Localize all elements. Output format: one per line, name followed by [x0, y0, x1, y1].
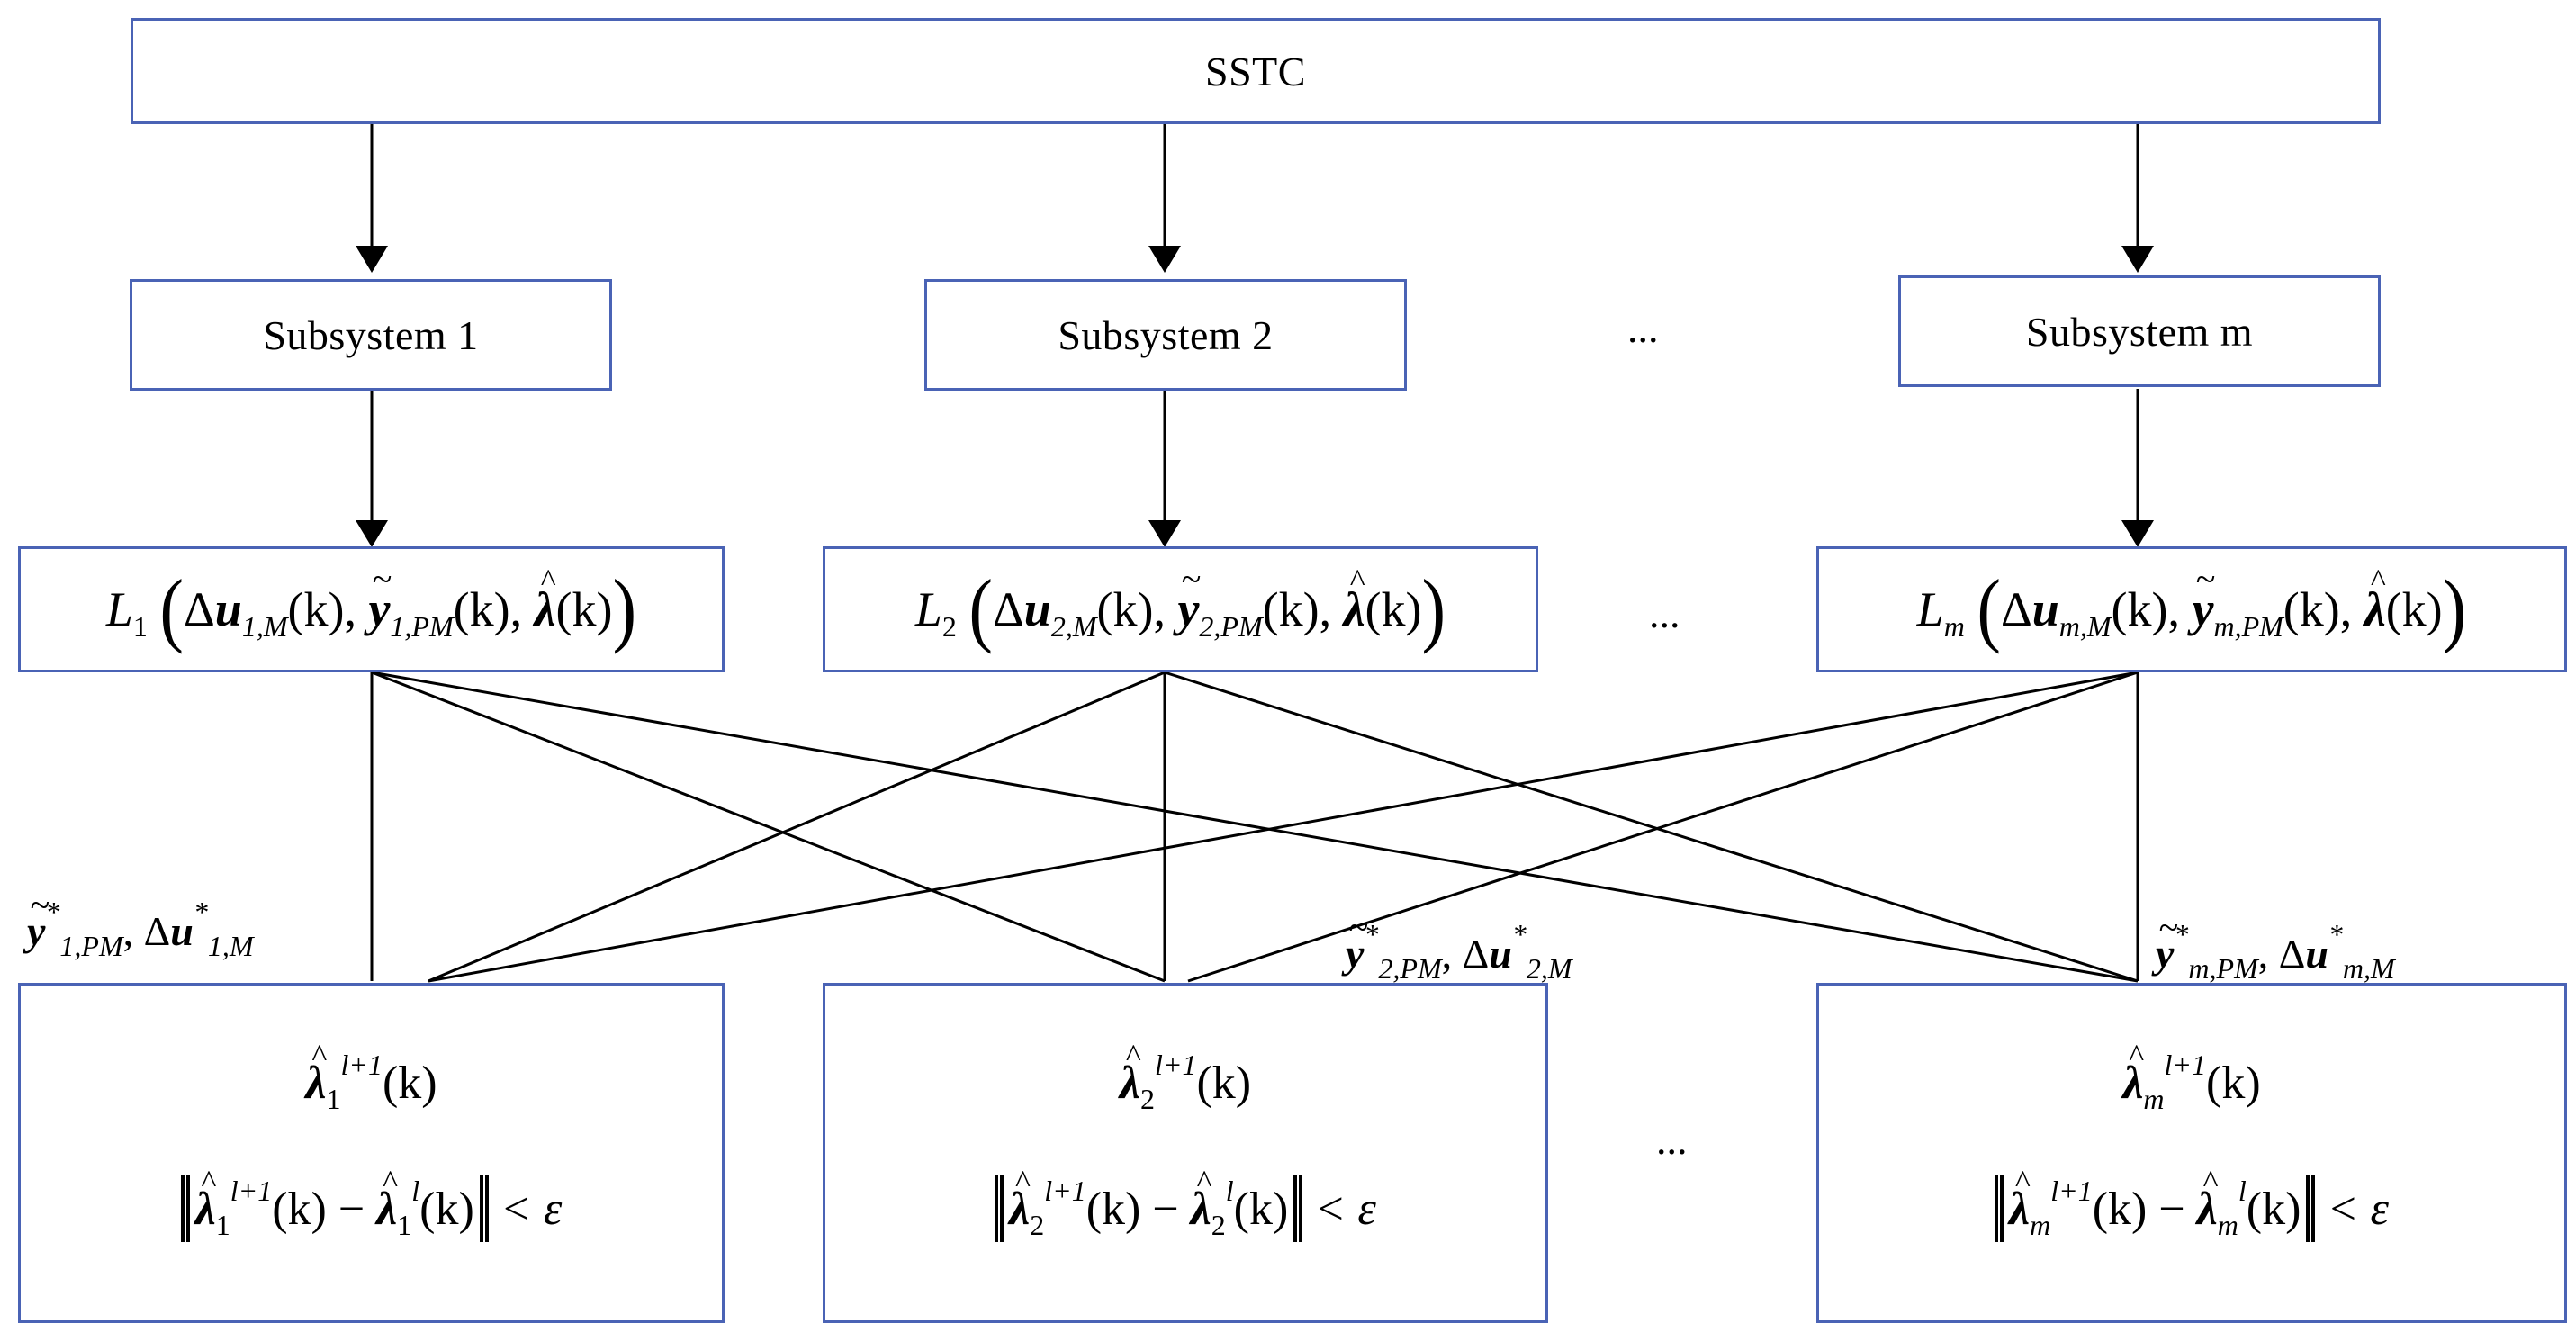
edge-label-m: y*m,PM, Δu*m,M — [2156, 906, 2395, 986]
ellipsis-lambdas: ... — [1656, 1117, 1688, 1163]
lambda-2-criterion: λ2l+1(k) − λ2l(k) < ε — [825, 1163, 1545, 1242]
wire-l1-lamm — [371, 670, 2139, 983]
subsystem-2-label: Subsystem 2 — [1058, 311, 1274, 358]
subsystem-1-label: Subsystem 1 — [263, 311, 479, 358]
ellipsis-subsystems: ... — [1627, 305, 1659, 351]
subsystem-m-label: Subsystem m — [2025, 308, 2254, 355]
ellipsis-lagrangians: ... — [1649, 590, 1680, 636]
subsystem-1-box: Subsystem 1 — [130, 279, 612, 391]
wire-l2-lam1 — [428, 670, 1166, 983]
lambda-2-update: λ2l+1(k) — [825, 1037, 1545, 1116]
lagrangian-m-expr: Lm (Δum,M(k), ym,PM(k), λ(k)) — [1917, 558, 2467, 655]
lambda-1-update: λ1l+1(k) — [21, 1037, 722, 1116]
lambda-1-criterion: λ1l+1(k) − λ1l(k) < ε — [21, 1163, 722, 1242]
subsystem-2-box: Subsystem 2 — [924, 279, 1407, 391]
edge-label-2: y*2,PM, Δu*2,M — [1346, 906, 1572, 986]
sstc-box: SSTC — [131, 18, 2381, 124]
wire-l2-lamm — [1164, 670, 2139, 983]
edge-label-1: y*1,PM, Δu*1,M — [27, 884, 253, 963]
lambda-m-update: λml+1(k) — [1819, 1037, 2564, 1116]
subsystem-m-box: Subsystem m — [1898, 275, 2381, 387]
lagrangian-2-expr: L2 (Δu2,M(k), y2,PM(k), λ(k)) — [915, 558, 1446, 655]
lagrangian-2-box: L2 (Δu2,M(k), y2,PM(k), λ(k)) — [823, 546, 1538, 672]
lagrangian-m-box: Lm (Δum,M(k), ym,PM(k), λ(k)) — [1816, 546, 2567, 672]
lambda-2-box: λ2l+1(k) λ2l+1(k) − λ2l(k) < ε — [823, 983, 1548, 1323]
wire-lm-lam1 — [428, 670, 2139, 983]
lagrangian-1-box: L1 (Δu1,M(k), y1,PM(k), λ(k)) — [18, 546, 725, 672]
lagrangian-1-expr: L1 (Δu1,M(k), y1,PM(k), λ(k)) — [106, 558, 636, 655]
lambda-1-box: λ1l+1(k) λ1l+1(k) − λ1l(k) < ε — [18, 983, 725, 1323]
lambda-m-box: λml+1(k) λml+1(k) − λml(k) < ε — [1816, 983, 2567, 1323]
wire-l1-lam2 — [371, 670, 1166, 983]
sstc-label: SSTC — [1205, 48, 1306, 94]
lambda-m-criterion: λml+1(k) − λml(k) < ε — [1819, 1163, 2564, 1242]
